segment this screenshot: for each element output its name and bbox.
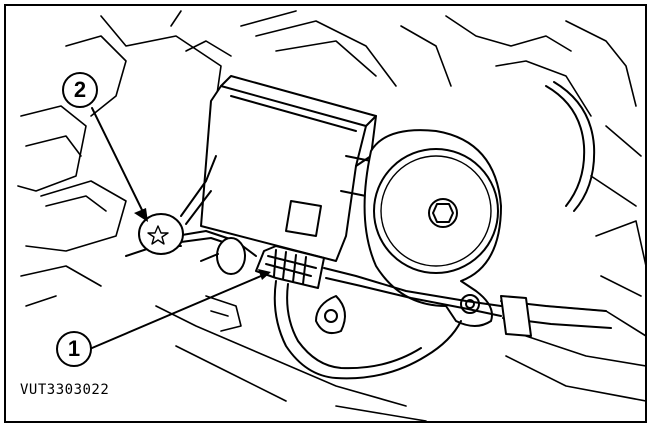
callout-1: 1 <box>56 331 92 367</box>
clip-pin <box>200 237 246 275</box>
leader-lines <box>91 107 262 349</box>
figure-reference-code: VUT3303022 <box>20 382 110 398</box>
screw-fastener <box>138 155 217 255</box>
background-structure <box>17 10 645 421</box>
callout-2: 2 <box>62 72 98 108</box>
component-illustration <box>17 10 645 421</box>
diagram-frame: 2 1 VUT3303022 <box>4 4 647 423</box>
actuator-motor <box>363 129 502 327</box>
arrowheads <box>134 208 271 280</box>
electrical-connector <box>255 245 325 289</box>
wiring-harness <box>125 81 612 380</box>
module-body <box>200 75 377 262</box>
